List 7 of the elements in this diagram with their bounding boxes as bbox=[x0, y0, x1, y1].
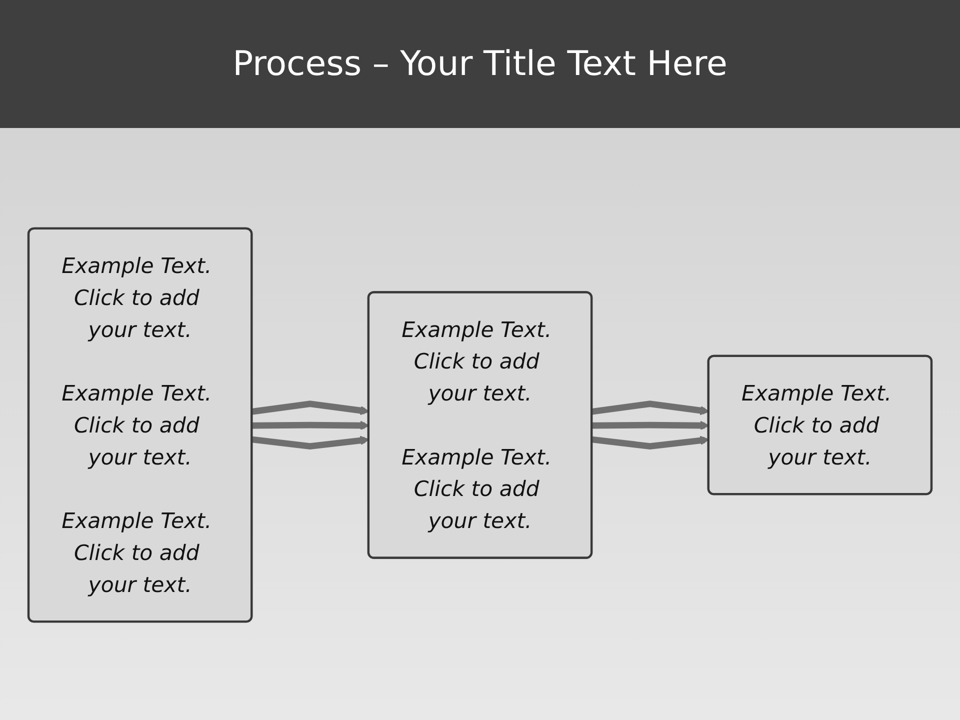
arrow bbox=[252, 436, 370, 450]
arrow bbox=[592, 436, 710, 450]
arrow bbox=[252, 400, 370, 416]
arrow bbox=[252, 420, 370, 430]
arrow bbox=[592, 400, 710, 416]
slide-title: Process – Your Title Text Here bbox=[232, 44, 728, 84]
arrow bbox=[592, 420, 710, 430]
